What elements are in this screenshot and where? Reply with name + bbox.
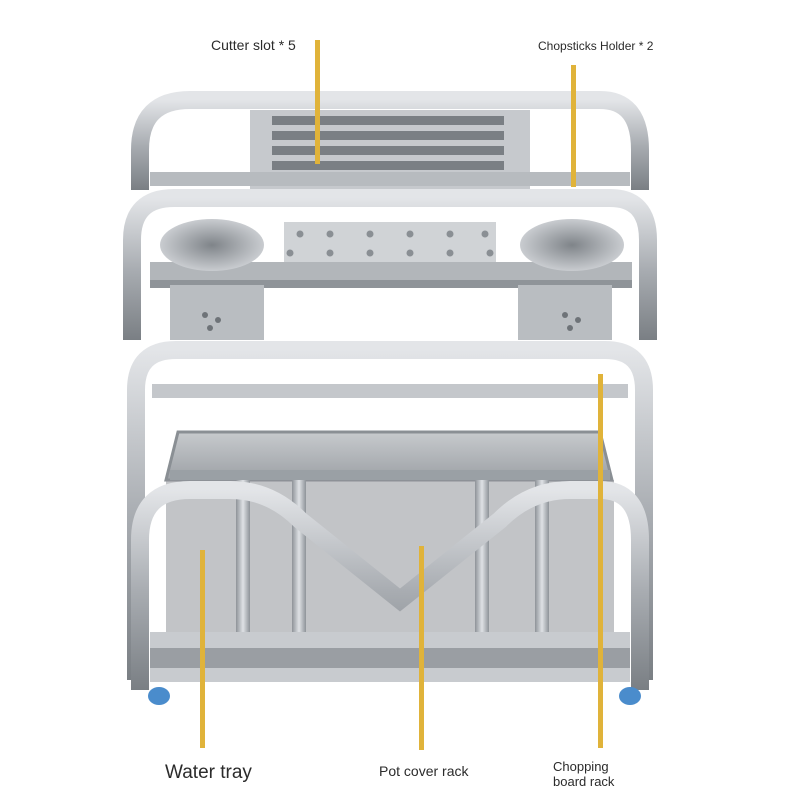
callout-lines [200,40,603,750]
cutter-slot-label: Cutter slot * 5 [211,37,296,53]
perforation-holes [286,230,494,257]
chopsticks-holder-right [518,219,624,340]
chopsticks-holder-label: Chopsticks Holder * 2 [538,39,654,53]
cutter-slot-callout-line [315,40,320,164]
perforated-plate [284,222,496,262]
chopsticks-holder-left [160,219,264,340]
chopping-board-label-line2: board rack [553,774,615,789]
chopping-board-label-line1: Chopping [553,759,609,774]
water-tray-callout-line [200,550,205,748]
water-tray-label: Water tray [165,762,252,783]
chopping-board-rack-label: Chopping board rack [553,759,614,789]
pot-cover-rack-label: Pot cover rack [379,763,469,779]
chopping-board-callout-line [598,374,603,748]
chopsticks-callout-line [571,65,576,187]
rack-feet [148,687,641,705]
support-bars [236,480,549,640]
pot-cover-callout-line [419,546,424,750]
chopping-board-frame [127,341,653,680]
pot-cover-frame [131,481,649,690]
back-top-frame [131,91,649,190]
utensil-frame [123,189,657,340]
